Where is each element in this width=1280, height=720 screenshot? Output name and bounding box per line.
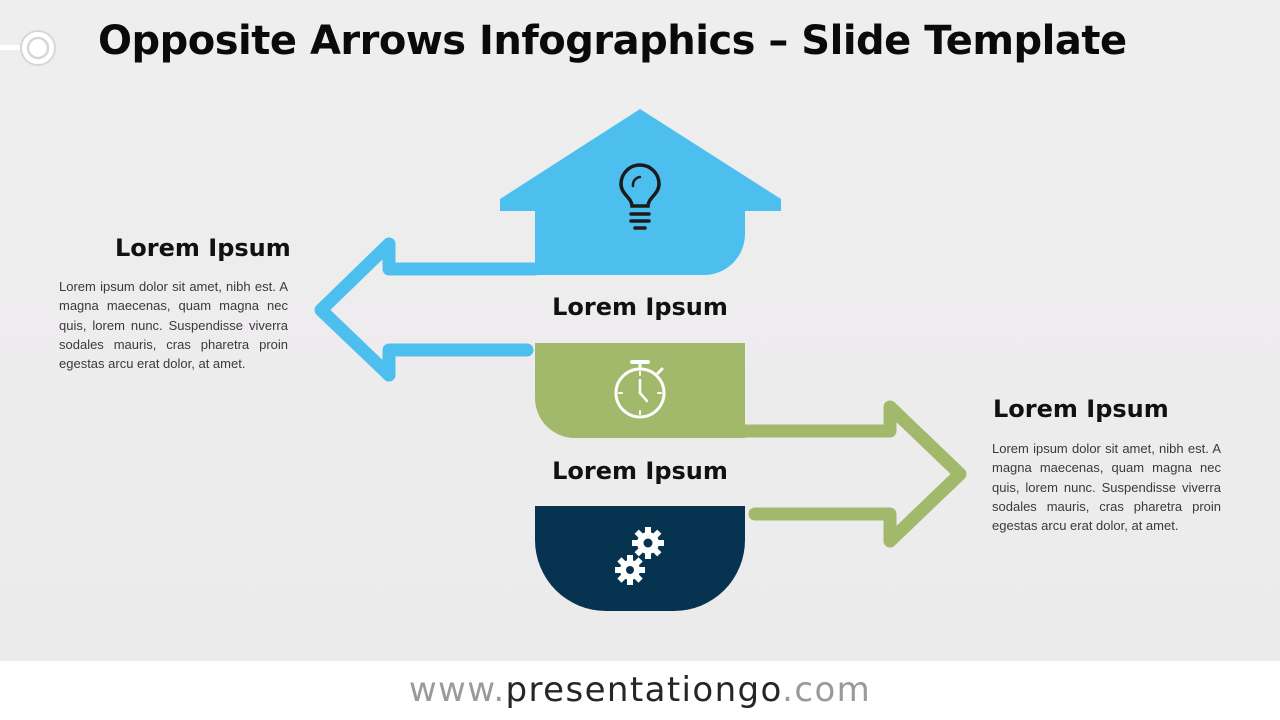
right-body-text: Lorem ipsum dolor sit amet, nibh est. A … [992, 441, 1221, 534]
footer-url-suffix: .com [782, 670, 872, 710]
gear-small-icon [615, 555, 645, 585]
corner-decoration [0, 30, 56, 66]
opposite-arrows-diagram [314, 109, 967, 611]
right-heading: Lorem Ipsum [993, 395, 1169, 423]
center-heading-1: Lorem Ipsum [552, 293, 728, 321]
stopwatch-icon [614, 360, 666, 419]
slide-background: Opposite Arrows Infographics – Slide Tem… [0, 0, 1280, 661]
right-arrow-outline [738, 400, 967, 548]
top-house-block [500, 109, 781, 275]
left-body-text: Lorem ipsum dolor sit amet, nibh est. A … [59, 279, 288, 372]
lightbulb-icon [619, 163, 661, 230]
left-arrow-outline [314, 237, 542, 382]
bottom-block [535, 506, 745, 611]
gears-icon [615, 527, 664, 585]
gear-large-icon [632, 527, 664, 559]
center-heading-2: Lorem Ipsum [552, 457, 728, 485]
footer-brand: presentationgo [505, 670, 783, 710]
left-arrow [314, 237, 542, 382]
slide-title: Opposite Arrows Infographics – Slide Tem… [98, 18, 1127, 64]
right-arrow [738, 400, 967, 548]
footer-url-prefix: www. [408, 670, 506, 710]
footer-url: www.presentationgo.com [0, 661, 1280, 720]
left-heading: Lorem Ipsum [115, 234, 291, 262]
